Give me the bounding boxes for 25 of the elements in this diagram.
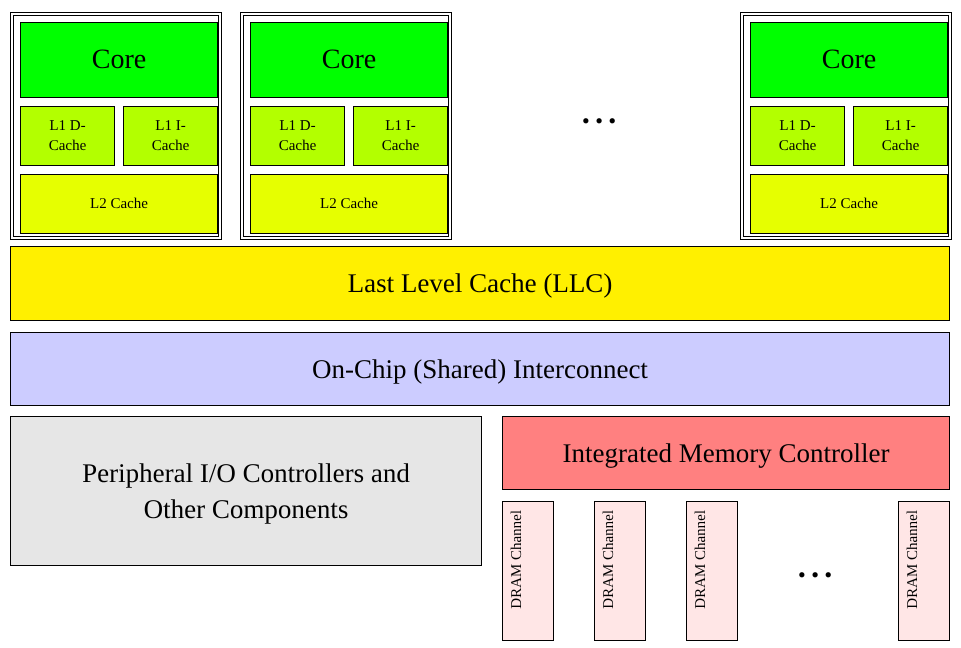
l1-data-cache-box: L1 D-Cache bbox=[20, 106, 115, 166]
peripheral-controllers-box: Peripheral I/O Controllers and Other Components bbox=[10, 416, 482, 566]
processor-core-frame bbox=[740, 12, 952, 240]
dram-channel-box: DRAM Channel bbox=[502, 501, 554, 641]
l1-data-cache-box: L1 D-Cache bbox=[250, 106, 345, 166]
l2-cache-box: L2 Cache bbox=[20, 174, 218, 234]
ellipsis-dots: • • • bbox=[582, 108, 616, 134]
last-level-cache-bar: Last Level Cache (LLC) bbox=[10, 246, 950, 321]
l1-instruction-cache-box: L1 I-Cache bbox=[853, 106, 948, 166]
dram-channel-box: DRAM Channel bbox=[686, 501, 738, 641]
core-box: Core bbox=[250, 22, 448, 98]
l1-instruction-cache-box: L1 I-Cache bbox=[123, 106, 218, 166]
core-box: Core bbox=[750, 22, 948, 98]
l1-instruction-cache-box: L1 I-Cache bbox=[353, 106, 448, 166]
interconnect-bar: On-Chip (Shared) Interconnect bbox=[10, 332, 950, 406]
processor-core-frame bbox=[240, 12, 452, 240]
dram-channel-box: DRAM Channel bbox=[594, 501, 646, 641]
memory-controller-box: Integrated Memory Controller bbox=[502, 416, 950, 490]
dram-channel-box: DRAM Channel bbox=[898, 501, 950, 641]
core-box: Core bbox=[20, 22, 218, 98]
processor-core-frame bbox=[10, 12, 222, 240]
l2-cache-box: L2 Cache bbox=[750, 174, 948, 234]
l2-cache-box: L2 Cache bbox=[250, 174, 448, 234]
l1-data-cache-box: L1 D-Cache bbox=[750, 106, 845, 166]
ellipsis-dots: • • • bbox=[798, 562, 832, 588]
